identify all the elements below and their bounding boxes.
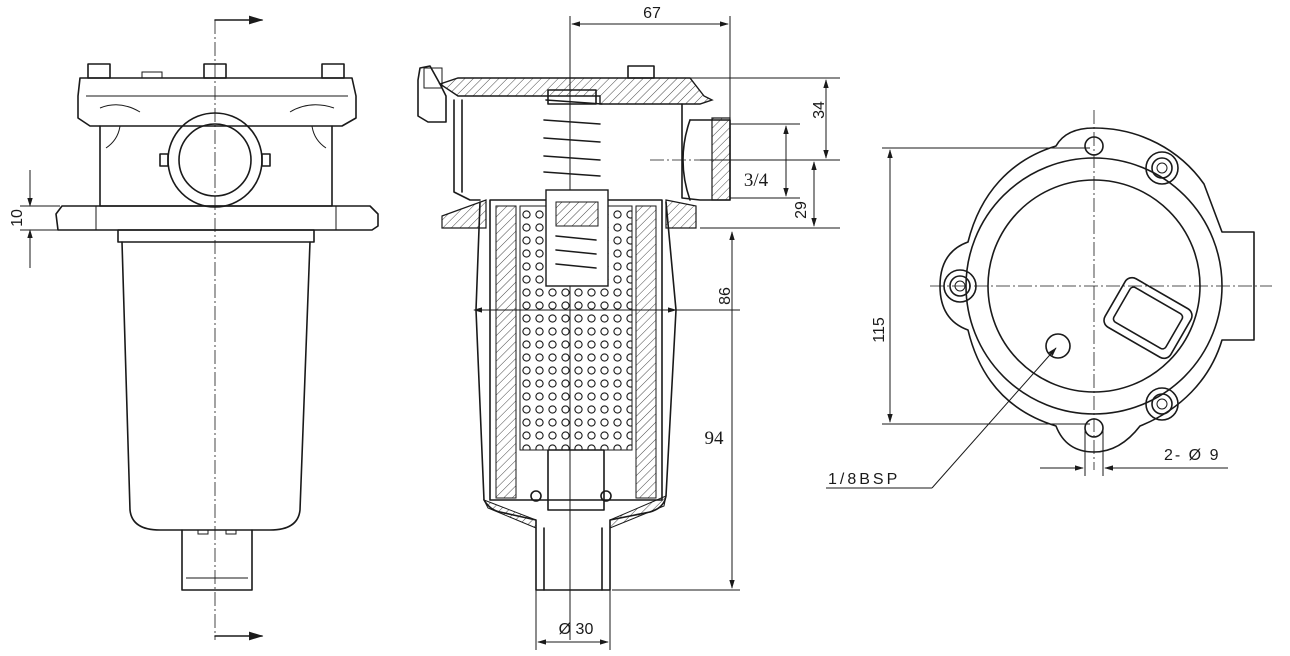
cap-bolt-right <box>627 65 655 79</box>
bypass-spring <box>543 89 603 177</box>
cap-handle <box>417 65 447 123</box>
mount-hole-top <box>1084 136 1104 156</box>
front-elevation-view: 10 <box>9 15 379 641</box>
filter-element <box>489 189 663 511</box>
bowl-collar <box>117 229 315 243</box>
housing-left-wall <box>453 99 481 201</box>
label-dim-29: 29 <box>793 201 810 219</box>
outlet-pipe <box>181 529 253 591</box>
label-thread-size: 3/4 <box>744 170 769 191</box>
cap-section <box>438 77 714 105</box>
right-flange-section <box>665 199 697 229</box>
plan-body-outline <box>939 127 1255 453</box>
dim-outlet-30: Ø 30 <box>535 590 611 650</box>
label-gauge-port: 1/8BSP <box>828 471 900 488</box>
mount-hole-bottom <box>1084 418 1104 438</box>
dim-cap-34: 34 <box>690 77 840 161</box>
leader-gauge-port: 1/8BSP <box>826 347 1057 489</box>
inlet-port-inner <box>178 123 252 197</box>
plan-bolts <box>943 151 1179 421</box>
cap-bolts <box>87 63 345 79</box>
label-dim-94: 94 <box>705 428 725 449</box>
dim-flange-thickness: 10 <box>9 170 60 268</box>
gauge-port-circle <box>1045 333 1071 359</box>
indicator-window <box>1103 276 1193 360</box>
label-dim-d30: Ø 30 <box>559 621 594 638</box>
dim-length-94: 94 <box>612 231 740 591</box>
plan-cap-circle <box>965 157 1223 415</box>
dim-port-29: 29 <box>700 161 840 229</box>
dim-thread-3-4: 3/4 <box>730 123 800 199</box>
label-dim-34: 34 <box>811 101 828 119</box>
label-dim-86: 86 <box>717 287 734 305</box>
label-dim-67: 67 <box>643 5 661 22</box>
top-plan-view: 115 1/8BSP 2- Ø 9 <box>826 110 1272 489</box>
section-view: 67 <box>417 5 840 650</box>
label-bolt-holes: 2- Ø 9 <box>1164 447 1220 464</box>
plan-inner-circle <box>987 179 1201 393</box>
mounting-flange <box>55 205 379 231</box>
head-body <box>99 125 333 207</box>
dim-height-115: 115 <box>871 147 1090 425</box>
label-dim-10: 10 <box>9 209 26 227</box>
left-flange-section <box>441 199 487 229</box>
dim-bolt-holes: 2- Ø 9 <box>1040 430 1228 476</box>
filter-bowl <box>121 241 311 531</box>
cap-plate <box>77 77 357 127</box>
label-dim-115: 115 <box>871 317 888 343</box>
